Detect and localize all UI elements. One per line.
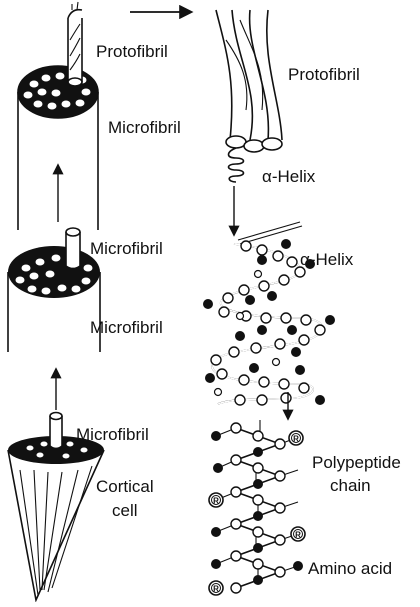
label-cortical-line1: Cortical	[96, 477, 154, 496]
polypeptide-chain: R R R R	[209, 420, 305, 595]
label-amino-acid: Amino acid	[308, 559, 392, 578]
label-microfibril-mid: Microfibril	[90, 239, 163, 258]
small-helix-spring	[229, 148, 244, 182]
label-alpha-helix-main: α-Helix	[300, 250, 354, 269]
macrofibril-cylinder	[8, 228, 100, 352]
label-microfibril-bottom: Microfibril	[76, 425, 149, 444]
cortical-protruding-microfibril	[50, 413, 62, 449]
label-protofibril-right: Protofibril	[288, 65, 360, 84]
label-polypeptide-line1: Polypeptide	[312, 453, 401, 472]
protruding-protofibril	[68, 2, 82, 86]
protruding-microfibril	[66, 228, 80, 269]
svg-text:R: R	[213, 585, 219, 594]
svg-text:R: R	[293, 435, 299, 444]
label-microfibril-cylinder: Microfibril	[90, 318, 163, 337]
label-alpha-helix-small: α-Helix	[262, 167, 316, 186]
svg-text:R: R	[213, 497, 219, 506]
label-protofibril-left: Protofibril	[96, 42, 168, 61]
twisted-protofibril	[216, 10, 282, 182]
svg-text:R: R	[295, 531, 301, 540]
label-microfibril-top: Microfibril	[108, 118, 181, 137]
label-polypeptide-line2: chain	[330, 476, 371, 495]
label-cortical-line2: cell	[112, 501, 138, 520]
